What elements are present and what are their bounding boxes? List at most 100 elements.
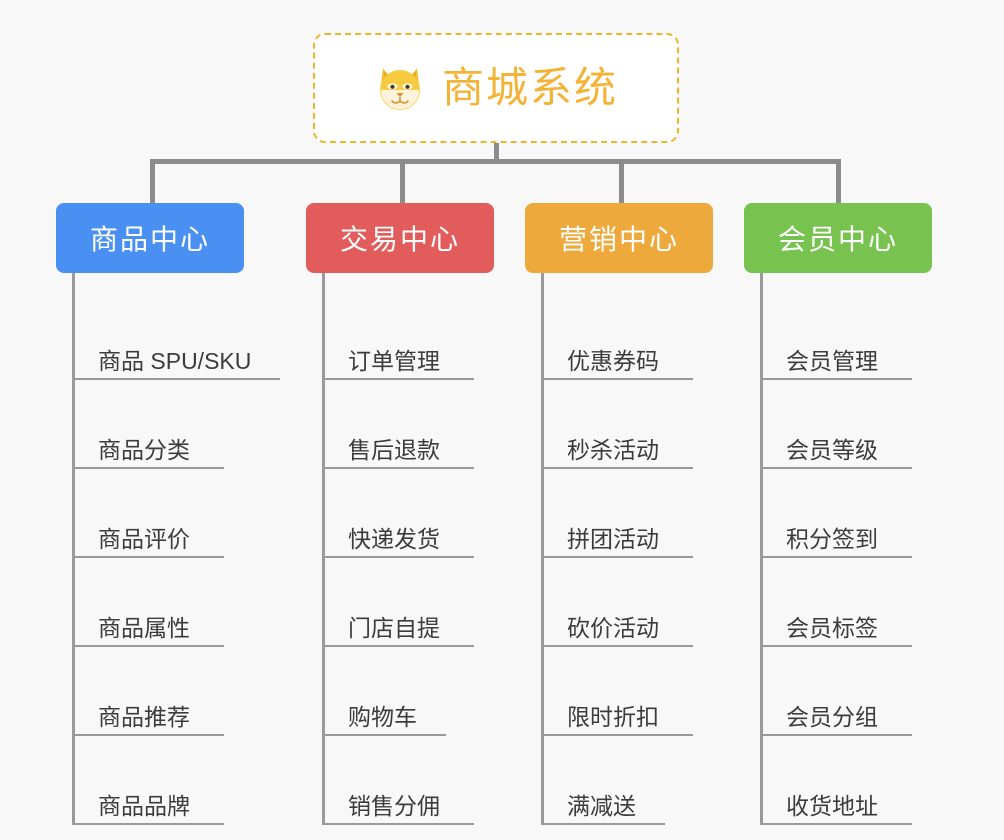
- leaf-underline: [760, 734, 912, 736]
- leaf-label: 拼团活动: [567, 525, 659, 552]
- leaf-underline: [541, 378, 693, 380]
- leaf-underline: [760, 556, 912, 558]
- leaf-spine: [760, 273, 763, 825]
- leaf-underline: [541, 823, 665, 825]
- branch-column-product: 商品中心 商品 SPU/SKU 商品分类 商品评价 商品属性 商品推荐: [56, 203, 280, 825]
- leaf-label: 会员分组: [786, 703, 878, 730]
- leaf-label: 优惠券码: [567, 347, 659, 374]
- shiba-dog-icon: [374, 62, 426, 114]
- leaf-item[interactable]: 积分签到: [760, 469, 944, 558]
- root-title: 商城系统: [441, 64, 618, 111]
- leaf-underline: [760, 467, 912, 469]
- category-header-marketing[interactable]: 营销中心: [525, 203, 713, 273]
- leaf-underline: [541, 467, 693, 469]
- category-label: 交易中心: [339, 224, 460, 255]
- connector-drop-1: [150, 159, 155, 205]
- leaf-label: 销售分佣: [348, 792, 440, 819]
- leaf-spine: [72, 273, 75, 825]
- leaf-spine: [541, 273, 544, 825]
- leaf-item[interactable]: 商品推荐: [72, 647, 256, 736]
- leaf-label: 秒杀活动: [567, 436, 659, 463]
- leaf-underline: [541, 645, 693, 647]
- leaf-underline: [72, 556, 224, 558]
- leaf-underline: [760, 823, 912, 825]
- leaf-label: 满减送: [567, 792, 636, 819]
- leaf-item[interactable]: 收货地址: [760, 736, 944, 825]
- leaf-underline: [322, 467, 474, 469]
- leaf-item[interactable]: 会员标签: [760, 558, 944, 647]
- leaf-label: 积分签到: [786, 525, 878, 552]
- leaf-label: 会员等级: [786, 436, 878, 463]
- leaf-underline: [760, 378, 912, 380]
- leaf-item[interactable]: 会员分组: [760, 647, 944, 736]
- leaf-underline: [760, 645, 912, 647]
- leaf-item[interactable]: 购物车: [322, 647, 506, 736]
- category-label: 会员中心: [777, 224, 898, 255]
- leaf-list-product: 商品 SPU/SKU 商品分类 商品评价 商品属性 商品推荐 商品品牌: [56, 273, 280, 825]
- leaf-item[interactable]: 商品评价: [72, 469, 256, 558]
- leaf-item[interactable]: 优惠券码: [541, 291, 725, 380]
- leaf-underline: [72, 734, 224, 736]
- leaf-label: 售后退款: [348, 436, 440, 463]
- leaf-label: 收货地址: [786, 792, 878, 819]
- leaf-underline: [322, 378, 474, 380]
- leaf-label: 商品分类: [98, 436, 190, 463]
- leaf-label: 商品推荐: [98, 703, 190, 730]
- leaf-item[interactable]: 售后退款: [322, 380, 506, 469]
- leaf-underline: [322, 734, 446, 736]
- branch-column-marketing: 营销中心 优惠券码 秒杀活动 拼团活动 砍价活动 限时折扣: [525, 203, 725, 825]
- category-label: 营销中心: [558, 224, 679, 255]
- branch-column-member: 会员中心 会员管理 会员等级 积分签到 会员标签 会员分组: [744, 203, 944, 825]
- leaf-list-member: 会员管理 会员等级 积分签到 会员标签 会员分组 收货地址: [744, 273, 944, 825]
- leaf-underline: [541, 556, 693, 558]
- category-header-product[interactable]: 商品中心: [56, 203, 244, 273]
- leaf-item[interactable]: 满减送: [541, 736, 725, 825]
- leaf-item[interactable]: 商品 SPU/SKU: [72, 291, 280, 380]
- leaf-item[interactable]: 商品品牌: [72, 736, 256, 825]
- leaf-label: 商品评价: [98, 525, 190, 552]
- leaf-label: 砍价活动: [567, 614, 659, 641]
- leaf-item[interactable]: 会员管理: [760, 291, 944, 380]
- leaf-item[interactable]: 拼团活动: [541, 469, 725, 558]
- leaf-list-trade: 订单管理 售后退款 快递发货 门店自提 购物车 销售分佣: [306, 273, 506, 825]
- leaf-item[interactable]: 订单管理: [322, 291, 506, 380]
- leaf-label: 商品 SPU/SKU: [98, 347, 252, 374]
- leaf-item[interactable]: 秒杀活动: [541, 380, 725, 469]
- leaf-list-marketing: 优惠券码 秒杀活动 拼团活动 砍价活动 限时折扣 满减送: [525, 273, 725, 825]
- leaf-item[interactable]: 快递发货: [322, 469, 506, 558]
- root-node[interactable]: 商城系统: [313, 33, 679, 143]
- branch-column-trade: 交易中心 订单管理 售后退款 快递发货 门店自提 购物车: [306, 203, 506, 825]
- leaf-label: 会员标签: [786, 614, 878, 641]
- connector-drop-2: [400, 159, 405, 205]
- leaf-underline: [541, 734, 693, 736]
- leaf-spine: [322, 273, 325, 825]
- leaf-item[interactable]: 会员等级: [760, 380, 944, 469]
- leaf-underline: [322, 823, 474, 825]
- leaf-label: 快递发货: [348, 525, 440, 552]
- connector-horizontal-bus: [150, 159, 840, 164]
- leaf-item[interactable]: 砍价活动: [541, 558, 725, 647]
- connector-drop-3: [619, 159, 624, 205]
- leaf-label: 会员管理: [786, 347, 878, 374]
- leaf-label: 门店自提: [348, 614, 440, 641]
- leaf-underline: [72, 645, 224, 647]
- leaf-item[interactable]: 销售分佣: [322, 736, 506, 825]
- connector-drop-4: [836, 159, 841, 205]
- leaf-label: 购物车: [348, 703, 417, 730]
- category-header-trade[interactable]: 交易中心: [306, 203, 494, 273]
- leaf-item[interactable]: 门店自提: [322, 558, 506, 647]
- leaf-item[interactable]: 商品属性: [72, 558, 256, 647]
- leaf-underline: [322, 556, 474, 558]
- leaf-underline: [72, 823, 224, 825]
- leaf-underline: [322, 645, 474, 647]
- leaf-label: 订单管理: [348, 347, 440, 374]
- connector-root-stem: [494, 143, 499, 163]
- leaf-label: 商品属性: [98, 614, 190, 641]
- category-label: 商品中心: [89, 224, 210, 255]
- category-header-member[interactable]: 会员中心: [744, 203, 932, 273]
- leaf-item[interactable]: 限时折扣: [541, 647, 725, 736]
- leaf-underline: [72, 467, 224, 469]
- leaf-item[interactable]: 商品分类: [72, 380, 256, 469]
- leaf-label: 限时折扣: [567, 703, 659, 730]
